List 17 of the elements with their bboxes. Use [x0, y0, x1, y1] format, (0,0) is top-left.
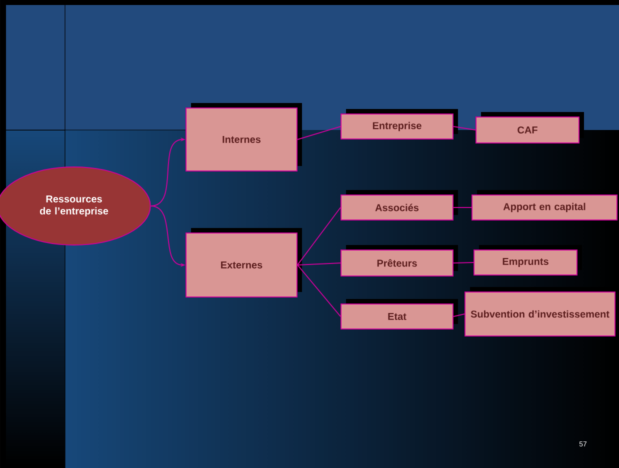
text-box: Subvention d’investissement: [464, 287, 619, 336]
text-box: Externes: [186, 228, 302, 298]
connector: [297, 262, 341, 266]
connector: [297, 126, 341, 140]
text-box: Apport en capital: [472, 190, 619, 220]
text-box: Etat: [340, 298, 458, 330]
text-box: Entreprise: [340, 109, 458, 140]
connector: [453, 314, 465, 317]
text-box: Associés: [340, 190, 458, 220]
connector: [453, 207, 472, 208]
text-box: Prêteurs: [340, 245, 458, 276]
connector: [453, 262, 474, 264]
connector: [453, 126, 476, 130]
text-box: Internes: [186, 103, 302, 172]
connector: [297, 207, 341, 266]
text-box: CAF: [476, 112, 584, 144]
text-box: Emprunts: [474, 245, 582, 276]
